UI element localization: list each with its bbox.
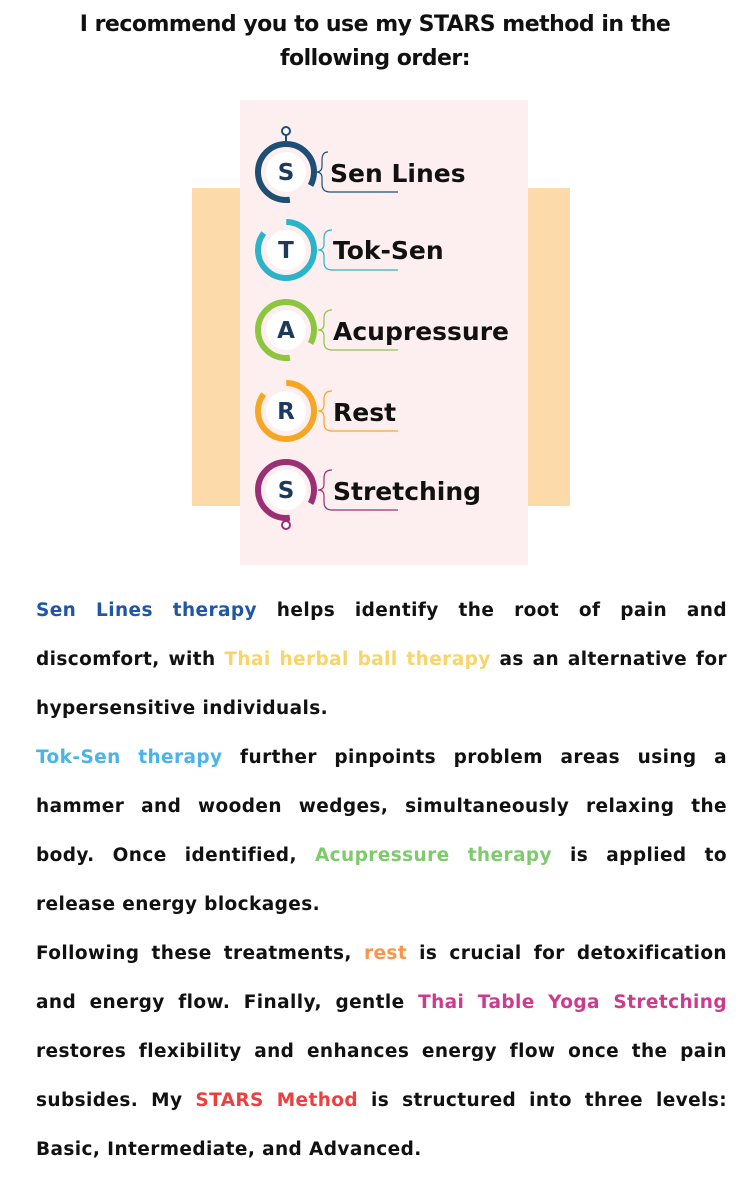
letter-badge: [266, 310, 306, 350]
ring-end-dot: [281, 520, 291, 530]
stars-word: Acupressure: [333, 317, 509, 346]
title-line-1: I recommend you to use my STARS method i…: [79, 12, 671, 37]
title-line-2: following order:: [279, 46, 471, 71]
paragraph-sen-lines: Sen Lines therapy helps identify the roo…: [36, 586, 727, 733]
paragraph-text: as an alternative for hypersensitive ind…: [36, 649, 727, 719]
bracket: [317, 390, 398, 432]
letter-badge: [266, 152, 306, 192]
stars-letter: S: [278, 478, 295, 504]
decor-block-right: [522, 188, 570, 506]
ring: [255, 380, 317, 442]
paragraph-text: further pinpoints problem areas using a …: [36, 747, 727, 866]
paragraph-text: Following these treatments,: [36, 943, 364, 964]
bracket: [317, 309, 398, 351]
paragraph-text: helps identify the root of pain and disc…: [36, 600, 728, 670]
paragraph-text: is crucial for detoxification and energy…: [36, 943, 727, 1013]
ring: [255, 219, 317, 281]
stars-diagram: S Sen Lines T Tok-Sen A Acupressure R Re…: [255, 126, 509, 530]
stars-item-s2: S Stretching: [255, 459, 481, 530]
ring: [255, 299, 317, 361]
bracket: [315, 151, 398, 193]
stars-letter: A: [277, 318, 295, 344]
stars-word: Rest: [333, 398, 396, 427]
stars-item-t: T Tok-Sen: [255, 219, 444, 281]
bracket: [317, 469, 398, 511]
stars-item-r: R Rest: [255, 380, 398, 442]
bracket: [317, 229, 398, 271]
decor-block-left: [192, 188, 240, 506]
stars-item-s1: S Sen Lines: [255, 126, 466, 203]
stars-letter: T: [278, 238, 294, 264]
stars-letter: R: [277, 399, 295, 425]
ring-end-dot: [281, 126, 291, 136]
letter-badge: [266, 470, 306, 510]
paragraph-rest-stretching: Following these treatments, rest is cruc…: [36, 929, 727, 1174]
highlight-thai-table-yoga: Thai Table Yoga Stretching: [418, 992, 727, 1013]
highlight-stars-method: STARS Method: [195, 1090, 359, 1111]
stars-word: Sen Lines: [330, 159, 466, 188]
highlight-tok-sen-therapy: Tok-Sen therapy: [36, 747, 223, 768]
letter-badge: [266, 230, 306, 270]
paragraph-text: is structured into three levels: Basic, …: [36, 1090, 727, 1160]
stars-word: Tok-Sen: [333, 236, 444, 265]
stars-word: Stretching: [333, 477, 481, 506]
page-title: I recommend you to use my STARS method i…: [40, 8, 710, 76]
highlight-acupressure-therapy: Acupressure therapy: [314, 845, 552, 866]
highlight-rest: rest: [363, 943, 408, 964]
paragraph-text: is applied to release energy blockages.: [36, 845, 727, 915]
stars-item-a: A Acupressure: [255, 299, 509, 361]
stars-letter: S: [278, 160, 295, 186]
paragraph-tok-sen: Tok-Sen therapy further pinpoints proble…: [36, 733, 727, 929]
paragraph-text: restores flexibility and enhances energy…: [36, 1041, 727, 1111]
highlight-sen-lines-therapy: Sen Lines therapy: [36, 600, 257, 621]
letter-badge: [266, 391, 306, 431]
highlight-thai-herbal-ball: Thai herbal ball therapy: [224, 649, 491, 670]
